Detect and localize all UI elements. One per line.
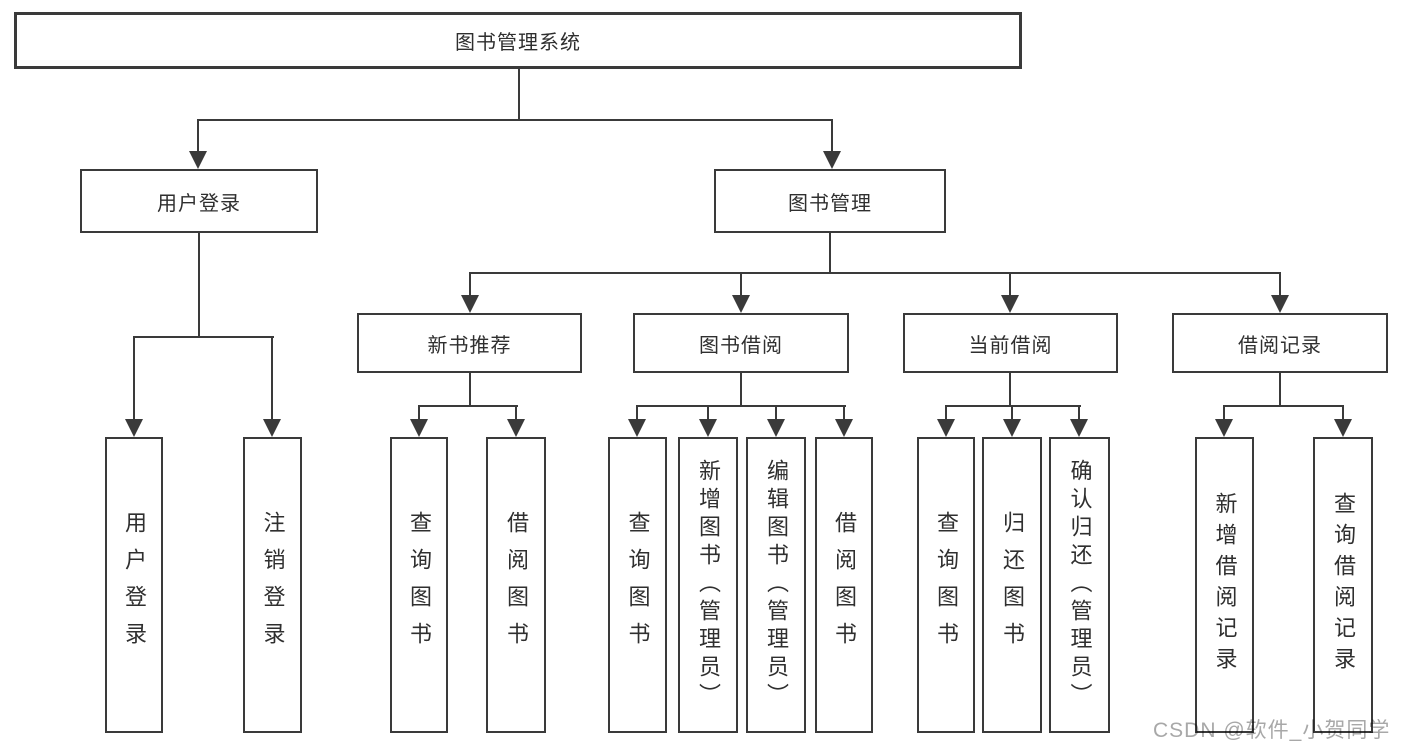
leaf-add-book-admin: 新增图书（管理员） [678, 437, 738, 733]
arrow-down-icon [937, 419, 955, 437]
connector-borrowing-stem [740, 373, 742, 407]
arrow-down-icon [732, 295, 750, 313]
arrow-down-icon [125, 419, 143, 437]
arrow-down-icon [410, 419, 428, 437]
node-label: 当前借阅 [968, 334, 1053, 357]
node-book-management: 图书管理 [714, 169, 946, 233]
leaf-label: 查询图书 [407, 511, 432, 659]
arrow-down-icon [461, 295, 479, 313]
leaf-borrow-books: 借阅图书 [815, 437, 873, 733]
leaf-label: 借阅图书 [504, 511, 529, 659]
node-user-login: 用户登录 [80, 169, 318, 233]
arrow-down-icon [1215, 419, 1233, 437]
leaf-add-borrow-record: 新增借阅记录 [1195, 437, 1254, 733]
node-current-borrowing: 当前借阅 [903, 313, 1118, 373]
connector-to-user-login [197, 119, 199, 154]
node-label: 图书借阅 [699, 334, 783, 357]
arrow-down-icon [1334, 419, 1352, 437]
connector-leaf-stub [515, 405, 517, 421]
connector-to-new-book-recommend [469, 272, 471, 298]
leaf-label: 查询图书 [625, 511, 651, 659]
connector-to-leaf-user-login [133, 336, 135, 421]
arrow-down-icon [1070, 419, 1088, 437]
arrow-down-icon [767, 419, 785, 437]
connector-leaf-stub [418, 405, 420, 421]
leaf-query-books-current: 查询图书 [917, 437, 975, 733]
connector-to-book-management [831, 119, 833, 154]
leaf-edit-book-admin: 编辑图书（管理员） [746, 437, 806, 733]
connector-leaf-stub [636, 405, 638, 421]
connector-records-rail [1223, 405, 1344, 407]
node-label: 新书推荐 [427, 334, 512, 357]
connector-to-leaf-logout [271, 336, 273, 421]
arrow-down-icon [1003, 419, 1021, 437]
connector-recommend-rail [418, 405, 518, 407]
node-label: 用户登录 [157, 192, 241, 215]
leaf-label: 新增借阅记录 [1212, 492, 1238, 678]
leaf-logout: 注销登录 [243, 437, 302, 733]
leaf-query-books-borrowing: 查询图书 [608, 437, 667, 733]
leaf-label: 查询借阅记录 [1331, 492, 1356, 678]
arrow-down-icon [699, 419, 717, 437]
connector-leaf-stub [945, 405, 947, 421]
leaf-query-books-recommend: 查询图书 [390, 437, 448, 733]
leaf-label: 用户登录 [122, 511, 147, 659]
connector-to-current-borrowing [1009, 272, 1011, 298]
leaf-confirm-return-admin: 确认归还（管理员） [1049, 437, 1110, 733]
connector-user-login-rail [133, 336, 274, 338]
connector-leaf-stub [707, 405, 709, 421]
arrow-down-icon [189, 151, 207, 169]
csdn-watermark: CSDN @软件_小贺同学 [1153, 719, 1391, 742]
arrow-down-icon [1271, 295, 1289, 313]
leaf-label: 注销登录 [260, 511, 286, 659]
connector-leaf-stub [1223, 405, 1225, 421]
arrow-down-icon [507, 419, 525, 437]
node-label: 借阅记录 [1238, 334, 1322, 357]
leaf-label: 借阅图书 [832, 511, 857, 659]
connector-current-rail [945, 405, 1081, 407]
arrow-down-icon [263, 419, 281, 437]
leaf-label: 编辑图书（管理员） [764, 459, 789, 711]
arrow-down-icon [823, 151, 841, 169]
arrow-down-icon [1001, 295, 1019, 313]
leaf-label: 确认归还（管理员） [1067, 459, 1093, 711]
leaf-borrow-books-recommend: 借阅图书 [486, 437, 546, 733]
connector-leaf-stub [775, 405, 777, 421]
node-new-book-recommend: 新书推荐 [357, 313, 582, 373]
leaf-query-borrow-record: 查询借阅记录 [1313, 437, 1373, 733]
connector-to-book-borrowing [740, 272, 742, 298]
leaf-label: 新增图书（管理员） [696, 459, 721, 711]
connector-leaf-stub [843, 405, 845, 421]
connector-records-stem [1279, 373, 1281, 407]
connector-book-management-stem [829, 233, 831, 274]
connector-user-login-stem [198, 233, 200, 338]
connector-to-borrowing-records [1279, 272, 1281, 298]
connector-recommend-stem [469, 373, 471, 407]
node-root-system: 图书管理系统 [14, 12, 1022, 69]
leaf-label: 查询图书 [934, 511, 959, 659]
arrow-down-icon [628, 419, 646, 437]
connector-leaf-stub [1342, 405, 1344, 421]
leaf-label: 归还图书 [1000, 511, 1025, 659]
connector-level3-rail [469, 272, 1281, 274]
node-label: 图书管理系统 [455, 32, 581, 54]
arrow-down-icon [835, 419, 853, 437]
node-book-borrowing: 图书借阅 [633, 313, 849, 373]
connector-root-stem [518, 69, 520, 121]
connector-borrowing-rail [636, 405, 846, 407]
leaf-return-book: 归还图书 [982, 437, 1042, 733]
connector-current-stem [1009, 373, 1011, 407]
node-label: 图书管理 [788, 192, 872, 215]
connector-level1-rail [197, 119, 833, 121]
node-borrowing-records: 借阅记录 [1172, 313, 1388, 373]
connector-leaf-stub [1011, 405, 1013, 421]
connector-leaf-stub [1078, 405, 1080, 421]
leaf-user-login: 用户登录 [105, 437, 163, 733]
